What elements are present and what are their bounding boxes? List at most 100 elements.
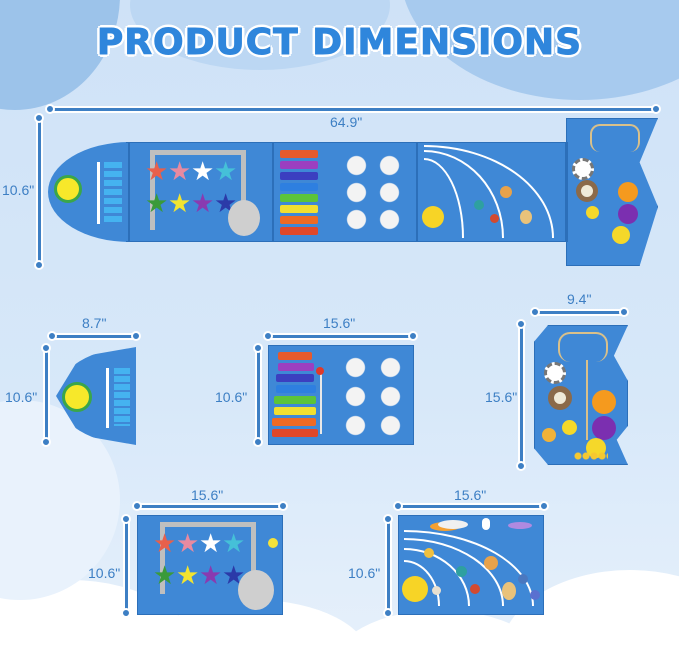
full-width-label: 64.9" bbox=[330, 114, 363, 130]
star-icon: ★ bbox=[214, 156, 238, 186]
dim-endpoint bbox=[41, 437, 51, 447]
shape-puzzle-grid bbox=[338, 353, 408, 441]
full-width-line bbox=[50, 108, 656, 111]
piece-height-line bbox=[45, 348, 48, 442]
planet-icon bbox=[456, 566, 467, 577]
piece-height-label: 15.6" bbox=[485, 389, 518, 405]
piece-height-label: 10.6" bbox=[88, 565, 121, 581]
gear-icon bbox=[562, 420, 577, 435]
xylophone-bar bbox=[276, 385, 316, 393]
gear-icon bbox=[592, 390, 616, 414]
shape-puzzle-grid bbox=[340, 152, 406, 234]
xylophone-bar bbox=[280, 183, 318, 191]
gear-icon bbox=[572, 158, 594, 180]
dim-endpoint bbox=[47, 331, 57, 341]
planet-icon bbox=[520, 210, 532, 224]
xylophone-bar bbox=[280, 194, 318, 202]
gear-icon bbox=[618, 204, 638, 224]
ufo-icon bbox=[508, 522, 532, 529]
gear-icon bbox=[612, 226, 630, 244]
dim-endpoint bbox=[516, 319, 526, 329]
dim-endpoint bbox=[34, 260, 44, 270]
dim-endpoint bbox=[619, 307, 629, 317]
star-icon: ★ bbox=[191, 156, 215, 186]
dim-endpoint bbox=[651, 104, 661, 114]
dim-endpoint bbox=[539, 501, 549, 511]
moon-icon bbox=[228, 200, 260, 236]
gear-icon bbox=[542, 428, 556, 442]
xylophone-bar bbox=[272, 418, 316, 426]
piece-height-line bbox=[520, 324, 523, 466]
dim-endpoint bbox=[253, 343, 263, 353]
planet-icon bbox=[530, 590, 540, 600]
bead-maze-wire bbox=[558, 332, 608, 362]
dim-endpoint bbox=[132, 501, 142, 511]
star-icon: ★ bbox=[199, 528, 223, 558]
planet-icon bbox=[470, 584, 480, 594]
xylophone-bar bbox=[278, 352, 312, 360]
piece-width-label: 15.6" bbox=[191, 487, 224, 503]
dim-endpoint bbox=[383, 608, 393, 618]
planet-icon bbox=[424, 548, 434, 558]
xylophone-bar bbox=[278, 363, 314, 371]
xylophone-bar bbox=[276, 374, 314, 382]
gear-icon bbox=[618, 182, 638, 202]
gear-icon bbox=[592, 416, 616, 440]
mallet-head-icon bbox=[316, 367, 324, 375]
gear-icon bbox=[544, 362, 566, 384]
piece-width-line bbox=[268, 335, 414, 338]
star-icon: ★ bbox=[145, 188, 169, 218]
xylophone-bar bbox=[274, 396, 316, 404]
weekday-tags bbox=[104, 162, 122, 222]
sun-icon bbox=[402, 576, 428, 602]
dim-endpoint bbox=[131, 331, 141, 341]
bead-row bbox=[574, 452, 608, 460]
piece-width-label: 8.7" bbox=[82, 315, 107, 331]
mallet-icon bbox=[320, 370, 322, 434]
astronaut-icon bbox=[482, 518, 490, 530]
bead-maze-wire bbox=[586, 360, 588, 440]
piece-height-label: 10.6" bbox=[348, 565, 381, 581]
xylophone-bar bbox=[280, 205, 318, 213]
xylophone-bar bbox=[280, 150, 318, 158]
panel-divider bbox=[566, 142, 568, 242]
xylophone-bar bbox=[274, 407, 316, 415]
weekday-slider bbox=[106, 368, 109, 428]
piece-width-line bbox=[398, 505, 544, 508]
star-icon: ★ bbox=[153, 560, 177, 590]
piece-width-line bbox=[52, 335, 137, 338]
dim-endpoint bbox=[408, 331, 418, 341]
dim-endpoint bbox=[278, 501, 288, 511]
piece-width-label: 9.4" bbox=[567, 291, 592, 307]
piece-height-label: 10.6" bbox=[215, 389, 248, 405]
panel-divider bbox=[416, 142, 418, 242]
gear-icon bbox=[548, 386, 572, 410]
clock-icon bbox=[62, 382, 92, 412]
piece-width-label: 15.6" bbox=[323, 315, 356, 331]
piece-width-label: 15.6" bbox=[454, 487, 487, 503]
dim-endpoint bbox=[516, 461, 526, 471]
gear-icon bbox=[576, 180, 598, 202]
xylophone-bar bbox=[280, 161, 318, 169]
piece-width-line bbox=[535, 311, 625, 314]
star-icon: ★ bbox=[199, 560, 223, 590]
sun-icon bbox=[268, 538, 278, 548]
full-height-line bbox=[38, 118, 41, 266]
xylophone-bar bbox=[280, 227, 318, 235]
star-icon: ★ bbox=[191, 188, 215, 218]
star-icon: ★ bbox=[168, 156, 192, 186]
piece-height-line bbox=[387, 519, 390, 613]
xylophone-bar bbox=[280, 216, 318, 224]
maze-track bbox=[150, 150, 246, 230]
piece-height-label: 10.6" bbox=[5, 389, 38, 405]
dim-endpoint bbox=[45, 104, 55, 114]
planet-icon bbox=[432, 586, 441, 595]
full-height-label: 10.6" bbox=[2, 182, 35, 198]
maze-track bbox=[160, 522, 256, 594]
bead-maze-wire bbox=[590, 124, 640, 152]
star-icon: ★ bbox=[176, 560, 200, 590]
piece-width-line bbox=[137, 505, 283, 508]
clock-icon bbox=[54, 175, 82, 203]
dim-endpoint bbox=[253, 437, 263, 447]
